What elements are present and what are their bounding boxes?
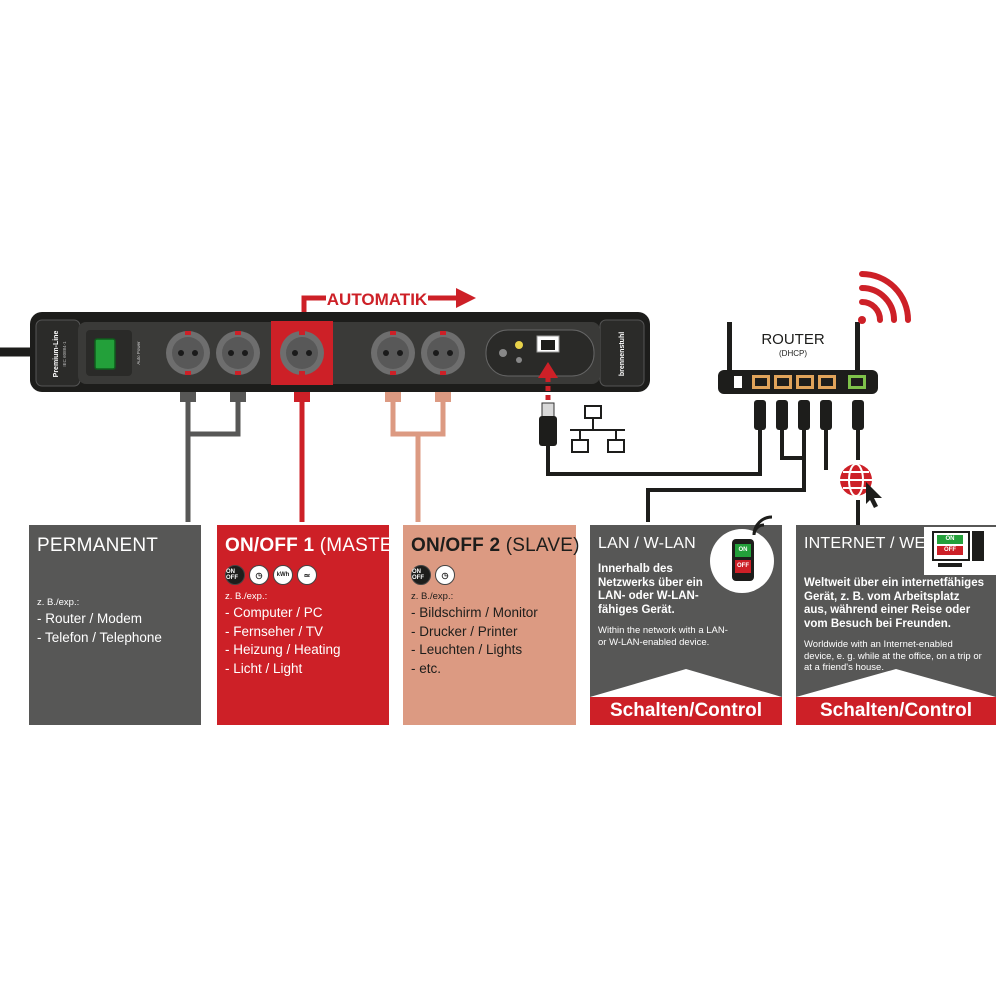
list-item: Router / Modem [37,610,193,629]
lan-cable-strip [539,402,762,476]
lan-text-de: Innerhalb des Netzwerks über ein LAN- od… [598,563,703,616]
list-item: Leuchten / Lights [411,641,568,660]
strip-logo: brennenstuhl [619,332,626,376]
slave-example-label: z. B./exp.: [411,591,454,602]
strip-brand-label: Premium-Line [53,331,60,378]
internet-text-en: Worldwide with an Internet-enabled devic… [804,639,982,673]
socket-master [271,321,333,385]
list-item: Heizung / Heating [225,641,381,660]
strip-brand-sub: IEC 60884-1 [62,341,67,367]
list-item: Fernseher / TV [225,623,381,642]
phone-on-label: ON [735,544,751,557]
slave-list: Bildschirm / Monitor Drucker / Printer L… [411,604,568,678]
kwh-icon: kWh [273,565,293,585]
permanent-example-label: z. B./exp.: [37,597,80,608]
switch-label: Auto Power [136,341,141,365]
master-title: ON/OFF 1 (MASTER) [225,535,414,556]
permanent-box: PERMANENT z. B./exp.: Router / Modem Tel… [29,525,201,725]
wifi-icon [858,271,911,324]
router [718,322,878,394]
phone-wifi-icon [752,515,773,536]
on-off-icon: ON OFF [225,565,245,585]
slave-wiring [390,400,446,522]
main-power-switch[interactable] [94,338,116,370]
socket-permanent-2 [216,331,260,375]
slave-title: ON/OFF 2 (SLAVE) [411,535,580,556]
lan-triangle [590,669,782,697]
slave-box: ON/OFF 2 (SLAVE) ON OFF ◷ z. B./exp.: Bi… [403,525,580,725]
lan-box: LAN / W-LAN Innerhalb des Netzwerks über… [590,515,782,725]
router-cables [646,400,864,528]
phone-off-label: OFF [735,560,751,573]
master-box: ON/OFF 1 (MASTER) ON OFF ◷ kWh ≃ z. B./e… [217,525,414,725]
internet-title: INTERNET / WEB [804,535,937,552]
clock-icon: ◷ [435,565,455,585]
socket-slave-2 [421,331,465,375]
list-item: Bildschirm / Monitor [411,604,568,623]
master-example-label: z. B./exp.: [225,591,268,602]
master-list: Computer / PC Fernseher / TV Heizung / H… [225,604,381,678]
network-icon [570,405,625,453]
internet-triangle [796,669,996,697]
network-link-arrow [538,362,558,400]
on-off-icon: ON OFF [411,565,431,585]
list-item: Drucker / Printer [411,623,568,642]
slave-icons: ON OFF ◷ [411,565,568,585]
router-sub: (DHCP) [779,349,807,358]
permanent-wiring [185,400,241,522]
socket-slave-1 [371,331,415,375]
monitor-on-label: ON [937,535,963,544]
globe-icon [840,463,882,508]
network-module [485,329,595,377]
internet-control-button[interactable]: Schalten/Control [796,697,996,725]
phone-icon: ON OFF [710,529,774,593]
permanent-list: Router / Modem Telefon / Telephone [37,610,193,647]
lan-control-button[interactable]: Schalten/Control [590,697,782,725]
internet-box: INTERNET / WEB Weltweit über ein interne… [796,525,996,725]
computer-icon: ON OFF [924,527,996,575]
list-item: Licht / Light [225,660,381,679]
automatik-arrow: AUTOMATIK [301,288,476,312]
lan-text-en: Within the network with a LAN- or W-LAN-… [598,625,728,648]
power-strip: Premium-Line IEC 60884-1 brennenstuhl Au… [30,312,650,392]
clock-icon: ◷ [249,565,269,585]
master-icons: ON OFF ◷ kWh ≃ [225,565,381,585]
router-title: ROUTER [761,331,825,348]
lan-title: LAN / W-LAN [598,535,696,552]
permanent-title: PERMANENT [37,535,159,556]
monitor-off-label: OFF [937,546,963,555]
socket-permanent-1 [166,331,210,375]
temperature-icon: ≃ [297,565,317,585]
internet-text-de: Weltweit über ein internetfähiges Gerät,… [804,577,984,630]
automatik-label: AUTOMATIK [327,290,428,309]
list-item: etc. [411,660,568,679]
list-item: Computer / PC [225,604,381,623]
list-item: Telefon / Telephone [37,629,193,648]
